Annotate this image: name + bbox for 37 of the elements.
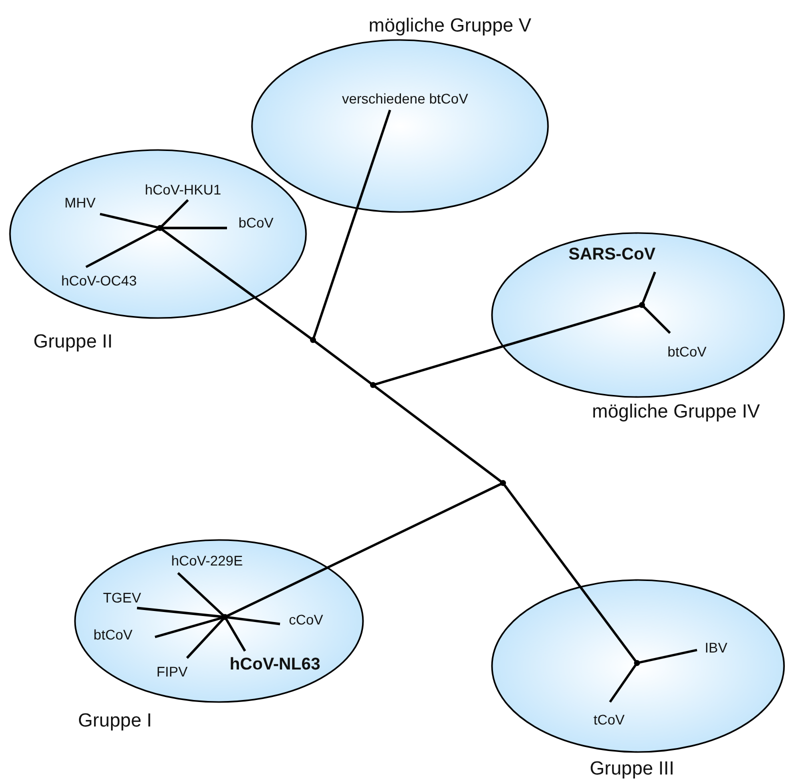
tree-branch	[372, 304, 642, 386]
virus-label: IBV	[704, 640, 728, 656]
virus-label: FIPV	[156, 664, 188, 680]
virus-label: TGEV	[102, 590, 142, 606]
virus-label: hCoV-HKU1	[144, 182, 222, 198]
virus-label: SARS-CoV	[568, 246, 656, 264]
virus-label: hCoV-229E	[171, 553, 243, 569]
virus-label: btCoV	[94, 627, 132, 643]
tree-branch	[609, 662, 638, 703]
tree-branch	[159, 227, 314, 341]
tree-branch	[636, 648, 698, 664]
tree-branch	[186, 616, 226, 659]
branch-point	[370, 382, 376, 388]
virus-label: hCoV-OC43	[61, 273, 137, 289]
tree-branch	[372, 384, 504, 484]
tree-branch	[312, 110, 392, 340]
group-label: Gruppe I	[78, 712, 152, 732]
tree-branch	[502, 482, 638, 664]
tree-branch	[159, 199, 189, 229]
group-label: Gruppe III	[590, 760, 674, 780]
tree-branch	[160, 226, 227, 230]
branch-point	[310, 337, 316, 343]
group-label: mögliche Gruppe IV	[592, 402, 760, 424]
virus-label: MHV	[64, 195, 96, 211]
tree-branch	[100, 212, 160, 230]
virus-label: cCoV	[288, 612, 324, 628]
tree-branch	[177, 572, 226, 618]
virus-label: verschiedene btCoV	[342, 91, 468, 107]
group-label: mögliche Gruppe V	[368, 16, 532, 38]
virus-label: hCoV-NL63	[230, 656, 320, 674]
group-label: Gruppe II	[33, 332, 113, 354]
tree-branch	[640, 272, 656, 306]
virus-label: bCoV	[238, 215, 274, 231]
tree-branch	[641, 304, 671, 334]
virus-label: btCoV	[668, 344, 706, 360]
tree-branch	[312, 339, 374, 386]
virus-label: tCoV	[593, 712, 625, 728]
